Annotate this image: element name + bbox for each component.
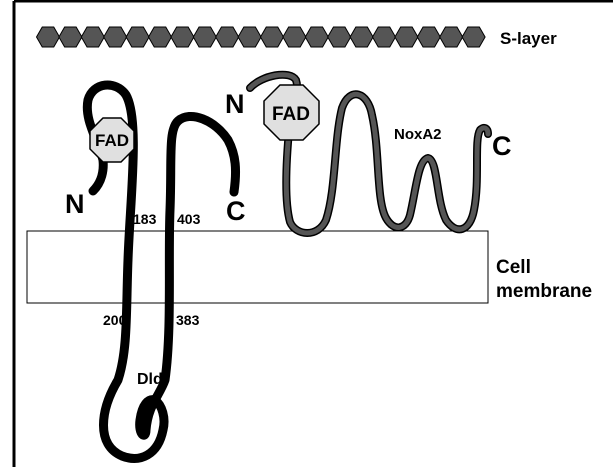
s-layer-hexagon — [373, 27, 396, 47]
dld-n-terminus: N — [65, 189, 85, 219]
s-layer-hexagon — [417, 27, 440, 47]
s-layer-hexagon — [283, 27, 306, 47]
s-layer-hexagon — [104, 27, 127, 47]
s-layer-hexagon — [395, 27, 418, 47]
s-layer-hexagon — [216, 27, 239, 47]
s-layer-hexagon — [350, 27, 373, 47]
s-layer-hexagon — [193, 27, 216, 47]
dld-residue-383: 383 — [176, 312, 200, 328]
dld-residue-200: 200 — [103, 312, 127, 328]
dld-fad-label: FAD — [95, 131, 129, 150]
noxa2-n-terminus: N — [225, 89, 245, 119]
s-layer-hexagon — [59, 27, 82, 47]
s-layer-label: S-layer — [500, 29, 557, 48]
s-layer-hexagon — [440, 27, 463, 47]
s-layer-chain — [37, 27, 486, 47]
noxa2-fad-label: FAD — [272, 104, 310, 125]
s-layer-hexagon — [238, 27, 261, 47]
dld-c-terminus: C — [226, 196, 246, 226]
s-layer-hexagon — [171, 27, 194, 47]
s-layer-hexagon — [261, 27, 284, 47]
noxa2-c-terminus: C — [492, 131, 512, 161]
noxa2-name-label: NoxA2 — [394, 126, 442, 143]
dld-residue-403: 403 — [177, 211, 201, 227]
dld-name-label: Dld — [137, 371, 163, 388]
s-layer-hexagon — [305, 27, 328, 47]
s-layer-hexagon — [37, 27, 60, 47]
membrane-label-line1: Cell — [496, 257, 531, 278]
s-layer-hexagon — [149, 27, 172, 47]
cell-membrane — [27, 231, 488, 303]
membrane-label-line2: membrane — [496, 281, 592, 302]
dld-residue-183: 183 — [133, 211, 157, 227]
s-layer-hexagon — [126, 27, 149, 47]
s-layer-hexagon — [81, 27, 104, 47]
s-layer-hexagon — [462, 27, 485, 47]
s-layer-hexagon — [328, 27, 351, 47]
